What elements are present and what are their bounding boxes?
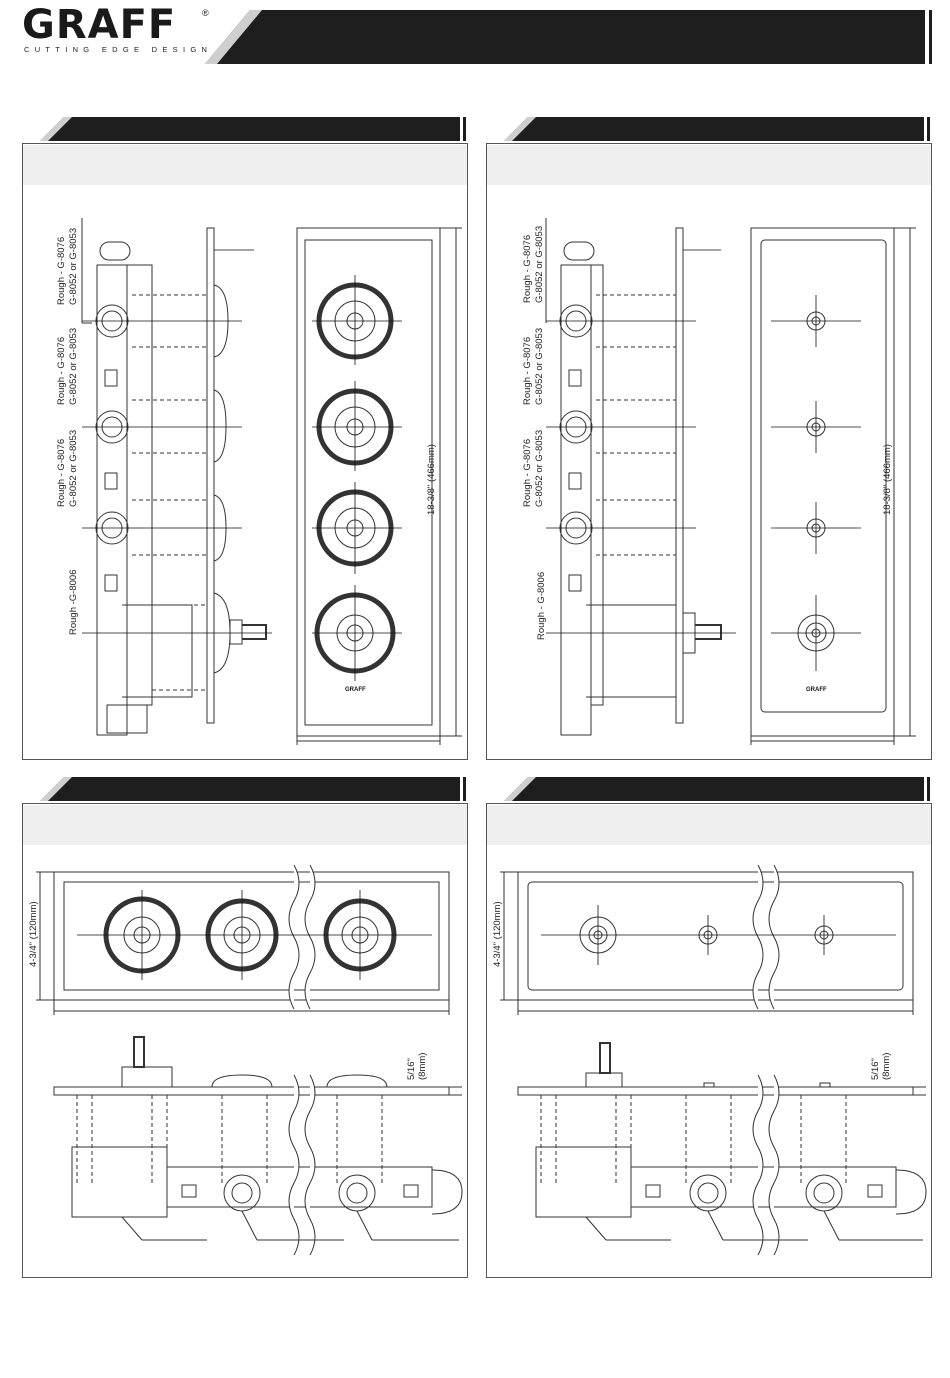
height-dimension: 18-3/8" (466mm) (426, 444, 437, 515)
panel-caption-band (23, 145, 467, 185)
panel-title-bar (40, 117, 466, 141)
height-dimension: 4-3/4" (120mm) (28, 901, 39, 967)
valve-side-view-drawing (545, 218, 916, 745)
panel-bottom-right: 4-3/4" (120mm) 5/16"(8mm) (486, 775, 932, 1280)
header-bar (205, 10, 932, 64)
height-dimension: 4-3/4" (120mm) (492, 901, 503, 967)
panel-caption-band (487, 145, 931, 185)
height-dimension: 18-3/8" (466mm) (882, 444, 893, 515)
brand-logo: GRAFF (22, 2, 177, 48)
panel-frame (22, 143, 468, 760)
registered-mark: ® (202, 8, 209, 18)
horizontal-layout-drawing (500, 864, 927, 1256)
panel-caption-band (487, 805, 931, 845)
panel-title-bar (40, 777, 466, 801)
plate-logo: GRAFF (806, 687, 827, 693)
panel-frame (22, 803, 468, 1278)
depth-dimension: 5/16"(8mm) (406, 1052, 428, 1080)
depth-dimension: 5/16"(8mm) (870, 1052, 892, 1080)
panel-caption-band (23, 805, 467, 845)
rough-label-4: Rough -G-8006 (68, 569, 79, 635)
brand-tagline: CUTTING EDGE DESIGN (24, 45, 213, 54)
panel-title-bar (504, 777, 930, 801)
rough-label-4: Rough - G-8006 (536, 571, 547, 640)
panel-frame (486, 803, 932, 1278)
panel-title-bar (504, 117, 930, 141)
horizontal-layout-drawing (36, 864, 463, 1256)
plate-logo: GRAFF (345, 687, 366, 693)
panel-frame (486, 143, 932, 760)
panel-bottom-left: 4-3/4" (120mm) 5/16"(8mm) (22, 775, 468, 1280)
valve-side-view-drawing (81, 218, 462, 745)
